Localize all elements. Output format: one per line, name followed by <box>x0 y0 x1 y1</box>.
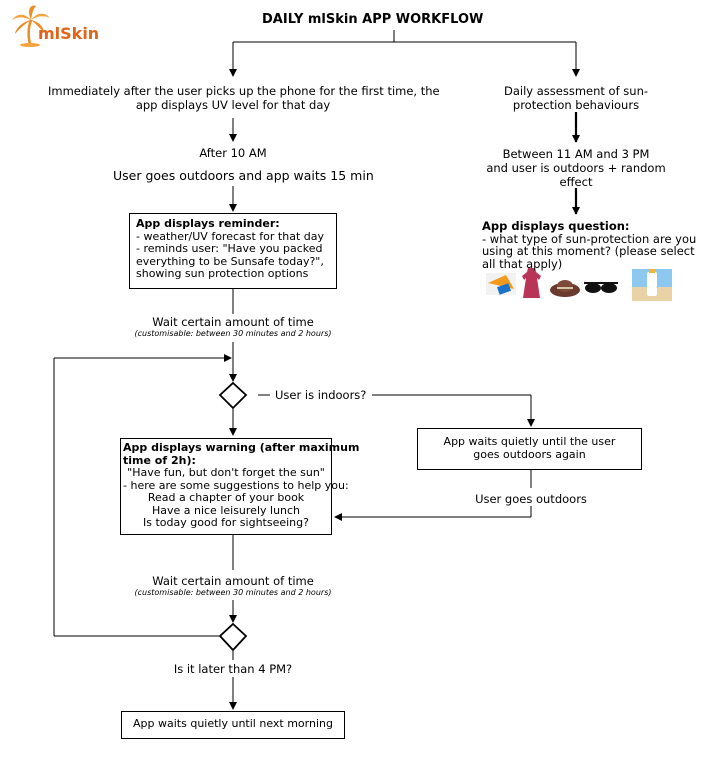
wait-2-text: Wait certain amount of time <box>152 574 314 588</box>
warning-line: - here are some suggestions to help you: <box>123 478 349 492</box>
first-pickup-text: Immediately after the user picks up the … <box>48 84 440 112</box>
question-line: - what type of sun-protection are you <box>482 231 697 246</box>
quiet-box-line-2: goes outdoors again <box>473 447 586 461</box>
first-pickup-line-2: app displays UV level for that day <box>135 98 331 112</box>
sunscreen-bottle-icon <box>632 269 672 301</box>
wait-2-note: (customisable: between 30 minutes and 2 … <box>134 588 332 597</box>
cover-up-dress-icon <box>522 268 541 298</box>
reminder-box: App displays reminder: - weather/UV fore… <box>129 213 337 289</box>
reminder-line: - weather/UV forecast for that day <box>136 229 324 243</box>
logo-palm-icon <box>12 5 50 47</box>
warning-heading-1: App displays warning (after maximum <box>123 441 360 454</box>
warning-heading-2: time of 2h): <box>123 453 196 467</box>
decision-later-diamond <box>218 622 248 652</box>
reminder-line: showing sun protection options <box>136 267 309 280</box>
after-10am-text: After 10 AM <box>199 146 267 160</box>
wait-1-note: (customisable: between 30 minutes and 2 … <box>134 329 332 338</box>
quiet-box-line-1: App waits quietly until the user <box>443 435 616 448</box>
between-line-3: effect <box>559 175 593 189</box>
between-text: Between 11 AM and 3 PM and user is outdo… <box>476 147 676 189</box>
warning-line: "Have fun, but don't forget the sun" <box>127 466 325 479</box>
goes-outdoors-text: User goes outdoors and app waits 15 min <box>113 168 374 183</box>
question-block: App displays question: - what type of su… <box>482 220 696 270</box>
indoors-question-text: User is indoors? <box>275 388 367 402</box>
between-line-1: Between 11 AM and 3 PM <box>502 147 650 161</box>
question-line: using at this moment? (please select <box>482 244 695 258</box>
first-pickup-line-1: Immediately after the user picks up the … <box>48 84 440 98</box>
between-line-2: and user is outdoors + random <box>486 161 666 175</box>
sunscreen-umbrella-icon <box>486 273 516 295</box>
final-box-text: App waits quietly until next morning <box>133 717 333 730</box>
warning-box: App displays warning (after maximum time… <box>120 438 360 535</box>
user-goes-outdoors-text: User goes outdoors <box>475 492 587 506</box>
wait-1-text: Wait certain amount of time <box>152 315 314 329</box>
later-question-text: Is it later than 4 PM? <box>173 662 293 676</box>
reminder-line: everything to be Sunsafe today?", <box>136 254 324 268</box>
diagram-title: DAILY mlSkin APP WORKFLOW <box>262 12 484 27</box>
warning-line: Read a chapter of your book <box>147 491 305 504</box>
reminder-heading: App displays reminder: <box>136 217 280 230</box>
question-heading: App displays question: <box>482 219 630 233</box>
question-line: all that apply) <box>482 256 563 271</box>
quiet-box: App waits quietly until the user goes ou… <box>417 428 642 470</box>
decision-indoors-diamond <box>218 381 248 410</box>
assessment-line-2: protection behaviours <box>512 98 640 112</box>
logo-text: mlSkin <box>38 24 100 43</box>
warning-line: Have a nice leisurely lunch <box>151 503 301 517</box>
assessment-text: Daily assessment of sun- protection beha… <box>476 84 676 112</box>
warning-line: Is today good for sightseeing? <box>143 516 309 529</box>
reminder-line: - reminds user: "Have you packed <box>136 242 323 255</box>
sunglasses-icon <box>584 282 618 293</box>
final-box: App waits quietly until next morning <box>121 711 345 739</box>
assessment-line-1: Daily assessment of sun- <box>503 84 649 98</box>
sun-hat-icon <box>550 280 580 297</box>
